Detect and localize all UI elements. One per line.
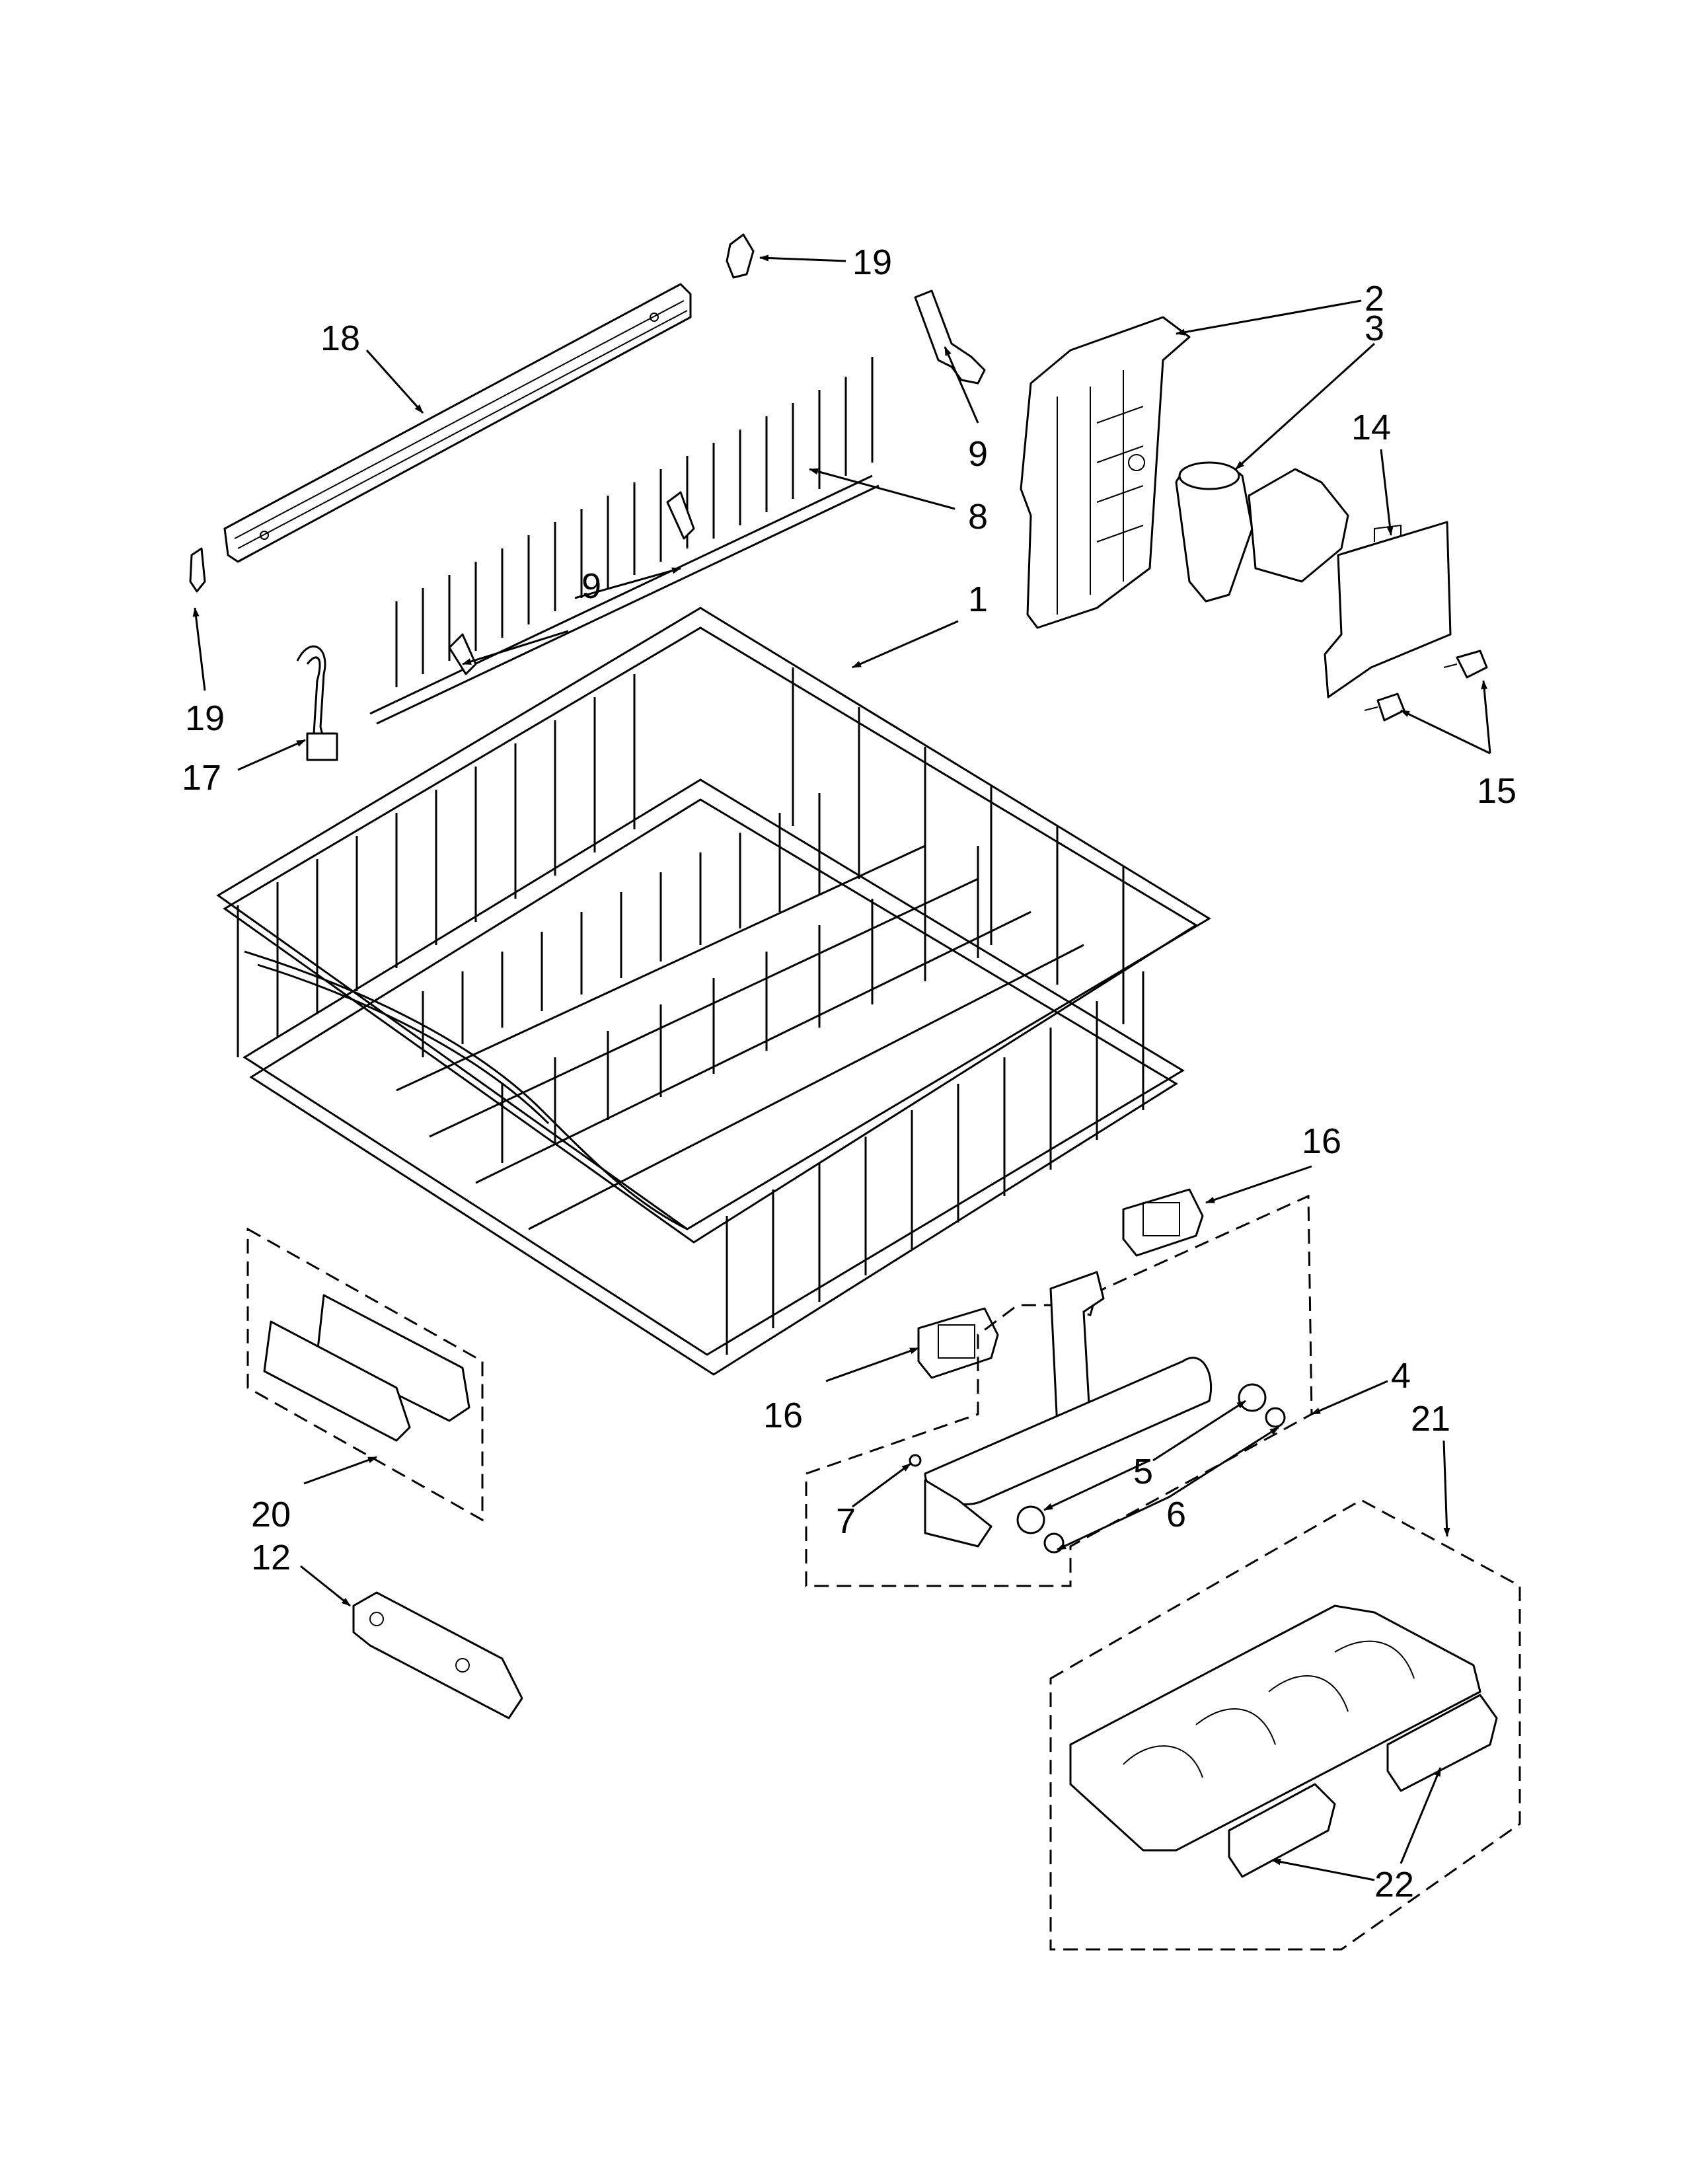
callout-16-lower: 16: [763, 1396, 803, 1435]
leader-arrows: [192, 254, 1491, 1881]
part-18-rail: [223, 283, 692, 563]
callout-4: 4: [1391, 1356, 1411, 1396]
callout-21: 21: [1411, 1399, 1450, 1439]
part-19-clip-left: [189, 547, 206, 593]
part-1-rack: [216, 607, 1211, 1376]
callout-17: 17: [182, 758, 221, 798]
part-22-clips: [1228, 1694, 1498, 1878]
callout-12: 12: [251, 1538, 291, 1577]
callout-3: 3: [1365, 309, 1384, 348]
part-14-plate: [1324, 521, 1452, 698]
callout-7: 7: [836, 1501, 856, 1541]
part-15-screws: [1364, 650, 1488, 722]
callout-8: 8: [968, 497, 988, 537]
callout-19-left: 19: [185, 698, 225, 738]
part-16-clip-lower: [917, 1307, 999, 1379]
part-16-clip-upper: [1122, 1188, 1204, 1257]
part-19-clip-top: [726, 233, 755, 279]
part-2-housing: [1020, 316, 1191, 629]
callout-19-top: 19: [852, 243, 892, 282]
part-21-assembly: [1049, 1499, 1521, 1951]
part-12-bracket: [352, 1591, 523, 1719]
part-20-assembly: [246, 1227, 484, 1522]
callout-9-upper: 9: [968, 434, 988, 474]
part-17-wire-clip: [296, 645, 338, 761]
callout-2: 2: [1365, 279, 1384, 319]
part-4-assembly: [805, 1194, 1313, 1587]
callout-1: 1: [968, 580, 988, 619]
callout-22: 22: [1374, 1865, 1414, 1904]
callout-labels: 19 18 2 3 14 9 8 1 9 19 17 15 16 4 16 21…: [182, 243, 1516, 1904]
callout-15: 15: [1477, 771, 1516, 811]
callout-5: 5: [1133, 1452, 1153, 1491]
callout-18: 18: [320, 319, 360, 358]
callout-6: 6: [1166, 1495, 1186, 1534]
part-9-clip-upper: [914, 289, 986, 385]
callout-20: 20: [251, 1495, 291, 1534]
callout-14: 14: [1351, 408, 1391, 447]
part-3-handle: [1175, 461, 1349, 603]
callout-9-lower: 9: [581, 566, 601, 606]
callout-16-upper: 16: [1302, 1121, 1341, 1161]
